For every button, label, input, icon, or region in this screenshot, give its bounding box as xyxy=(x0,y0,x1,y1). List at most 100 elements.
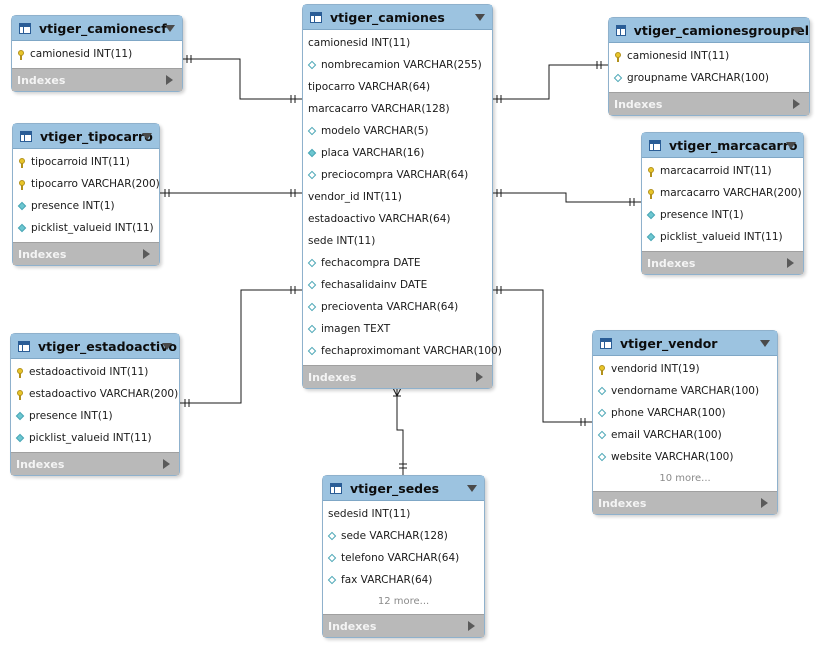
table-header[interactable]: vtiger_camionesgrouprel xyxy=(609,18,809,43)
column-row[interactable]: nombrecamion VARCHAR(255) xyxy=(303,54,492,76)
column-row[interactable]: phone VARCHAR(100) xyxy=(593,402,777,424)
table-title: vtiger_camionescf xyxy=(39,20,167,36)
table-header[interactable]: vtiger_camionescf xyxy=(12,16,182,41)
column-row[interactable]: estadoactivoid INT(11) xyxy=(11,361,179,383)
indexes-section[interactable]: Indexes xyxy=(323,614,484,637)
indexes-section[interactable]: Indexes xyxy=(303,365,492,388)
column-row[interactable]: picklist_valueid INT(11) xyxy=(11,427,179,449)
column-row[interactable]: fechacompra DATE xyxy=(303,252,492,274)
column-row[interactable]: camionesid INT(11) xyxy=(609,45,809,67)
indexes-section[interactable]: Indexes xyxy=(11,452,179,475)
column-row[interactable]: placa VARCHAR(16) xyxy=(303,142,492,164)
table-header[interactable]: vtiger_vendor xyxy=(593,331,777,356)
column-row[interactable]: fechasalidainv DATE xyxy=(303,274,492,296)
table-tipocarro[interactable]: vtiger_tipocarro tipocarroid INT(11) tip… xyxy=(12,123,160,266)
non-null-column-icon xyxy=(308,149,317,158)
column-row[interactable]: marcacarro VARCHAR(128) xyxy=(303,98,492,120)
nullable-column-icon xyxy=(308,171,317,180)
collapse-arrow-icon[interactable] xyxy=(142,133,152,140)
expand-arrow-icon[interactable] xyxy=(761,498,768,508)
indexes-section[interactable]: Indexes xyxy=(12,68,182,91)
table-header[interactable]: vtiger_sedes xyxy=(323,476,484,501)
column-row[interactable]: marcacarroid INT(11) xyxy=(642,160,803,182)
column-label: picklist_valueid INT(11) xyxy=(660,231,783,243)
table-camionesgrouprel[interactable]: vtiger_camionesgrouprel camionesid INT(1… xyxy=(608,17,810,116)
column-row[interactable]: vendorname VARCHAR(100) xyxy=(593,380,777,402)
column-row[interactable]: sede INT(11) xyxy=(303,230,492,252)
indexes-section[interactable]: Indexes xyxy=(593,491,777,514)
table-header[interactable]: vtiger_estadoactivo xyxy=(11,334,179,359)
column-label: groupname VARCHAR(100) xyxy=(627,72,770,84)
table-header[interactable]: vtiger_marcacarro xyxy=(642,133,803,158)
relation-camionescf-camiones xyxy=(181,58,303,100)
column-row[interactable]: picklist_valueid INT(11) xyxy=(642,226,803,248)
expand-arrow-icon[interactable] xyxy=(793,99,800,109)
column-row[interactable]: precioventa VARCHAR(64) xyxy=(303,296,492,318)
column-list: camionesid INT(11) xyxy=(12,41,182,68)
indexes-section[interactable]: Indexes xyxy=(642,251,803,274)
column-row[interactable]: fax VARCHAR(64) xyxy=(323,569,484,591)
column-row[interactable]: camionesid INT(11) xyxy=(12,43,182,65)
column-row[interactable]: imagen TEXT xyxy=(303,318,492,340)
column-row[interactable]: presence INT(1) xyxy=(642,204,803,226)
column-label: vendor_id INT(11) xyxy=(308,191,402,203)
nullable-column-icon xyxy=(328,554,337,563)
column-row[interactable]: groupname VARCHAR(100) xyxy=(609,67,809,89)
expand-arrow-icon[interactable] xyxy=(476,372,483,382)
column-label: telefono VARCHAR(64) xyxy=(341,552,460,564)
column-row[interactable]: email VARCHAR(100) xyxy=(593,424,777,446)
expand-arrow-icon[interactable] xyxy=(166,75,173,85)
indexes-section[interactable]: Indexes xyxy=(13,242,159,265)
table-icon xyxy=(600,337,612,349)
table-camionescf[interactable]: vtiger_camionescf camionesid INT(11) Ind… xyxy=(11,15,183,92)
column-row[interactable]: preciocompra VARCHAR(64) xyxy=(303,164,492,186)
column-row[interactable]: presence INT(1) xyxy=(13,195,159,217)
column-row[interactable]: picklist_valueid INT(11) xyxy=(13,217,159,239)
column-row[interactable]: estadoactivo VARCHAR(200) xyxy=(11,383,179,405)
expand-arrow-icon[interactable] xyxy=(143,249,150,259)
column-row[interactable]: website VARCHAR(100) xyxy=(593,446,777,468)
collapse-arrow-icon[interactable] xyxy=(467,485,477,492)
column-row[interactable]: marcacarro VARCHAR(200) xyxy=(642,182,803,204)
expand-arrow-icon[interactable] xyxy=(163,459,170,469)
column-row[interactable]: modelo VARCHAR(5) xyxy=(303,120,492,142)
table-estadoactivo[interactable]: vtiger_estadoactivo estadoactivoid INT(1… xyxy=(10,333,180,476)
nullable-column-icon xyxy=(598,453,607,462)
column-row[interactable]: telefono VARCHAR(64) xyxy=(323,547,484,569)
column-row[interactable]: tipocarro VARCHAR(64) xyxy=(303,76,492,98)
column-row[interactable]: tipocarro VARCHAR(200) xyxy=(13,173,160,195)
column-row[interactable]: presence INT(1) xyxy=(11,405,179,427)
collapse-arrow-icon[interactable] xyxy=(786,142,796,149)
table-sedes[interactable]: vtiger_sedes sedesid INT(11) sede VARCHA… xyxy=(322,475,485,638)
column-list: sedesid INT(11) sede VARCHAR(128) telefo… xyxy=(323,501,484,614)
table-vendor[interactable]: vtiger_vendor vendorid INT(19) vendornam… xyxy=(592,330,778,515)
table-header[interactable]: vtiger_camiones xyxy=(303,5,492,30)
column-row[interactable]: tipocarroid INT(11) xyxy=(13,151,159,173)
column-row[interactable]: vendorid INT(19) xyxy=(593,358,777,380)
table-icon xyxy=(649,139,661,151)
collapse-arrow-icon[interactable] xyxy=(162,343,172,350)
column-label: imagen TEXT xyxy=(321,323,391,335)
column-row[interactable]: estadoactivo VARCHAR(64) xyxy=(303,208,492,230)
more-columns-link[interactable]: 12 more... xyxy=(377,595,430,607)
column-row[interactable]: sede VARCHAR(128) xyxy=(323,525,484,547)
non-null-column-icon xyxy=(647,211,656,220)
column-label: sede INT(11) xyxy=(308,235,376,247)
indexes-section[interactable]: Indexes xyxy=(609,92,809,115)
column-row[interactable]: fechaproximomant VARCHAR(100) xyxy=(303,340,502,362)
column-list: vendorid INT(19) vendorname VARCHAR(100)… xyxy=(593,356,777,491)
table-marcacarro[interactable]: vtiger_marcacarro marcacarroid INT(11) m… xyxy=(641,132,804,275)
column-row[interactable]: vendor_id INT(11) xyxy=(303,186,492,208)
column-label: nombrecamion VARCHAR(255) xyxy=(321,59,482,71)
expand-arrow-icon[interactable] xyxy=(787,258,794,268)
column-row[interactable]: sedesid INT(11) xyxy=(323,503,484,525)
collapse-arrow-icon[interactable] xyxy=(475,14,485,21)
column-row[interactable]: camionesid INT(11) xyxy=(303,32,492,54)
expand-arrow-icon[interactable] xyxy=(468,621,475,631)
collapse-arrow-icon[interactable] xyxy=(760,340,770,347)
table-header[interactable]: vtiger_tipocarro xyxy=(13,124,159,149)
collapse-arrow-icon[interactable] xyxy=(792,27,802,34)
table-camiones[interactable]: vtiger_camiones camionesid INT(11) nombr… xyxy=(302,4,502,389)
more-columns-link[interactable]: 10 more... xyxy=(659,472,711,484)
collapse-arrow-icon[interactable] xyxy=(165,25,175,32)
